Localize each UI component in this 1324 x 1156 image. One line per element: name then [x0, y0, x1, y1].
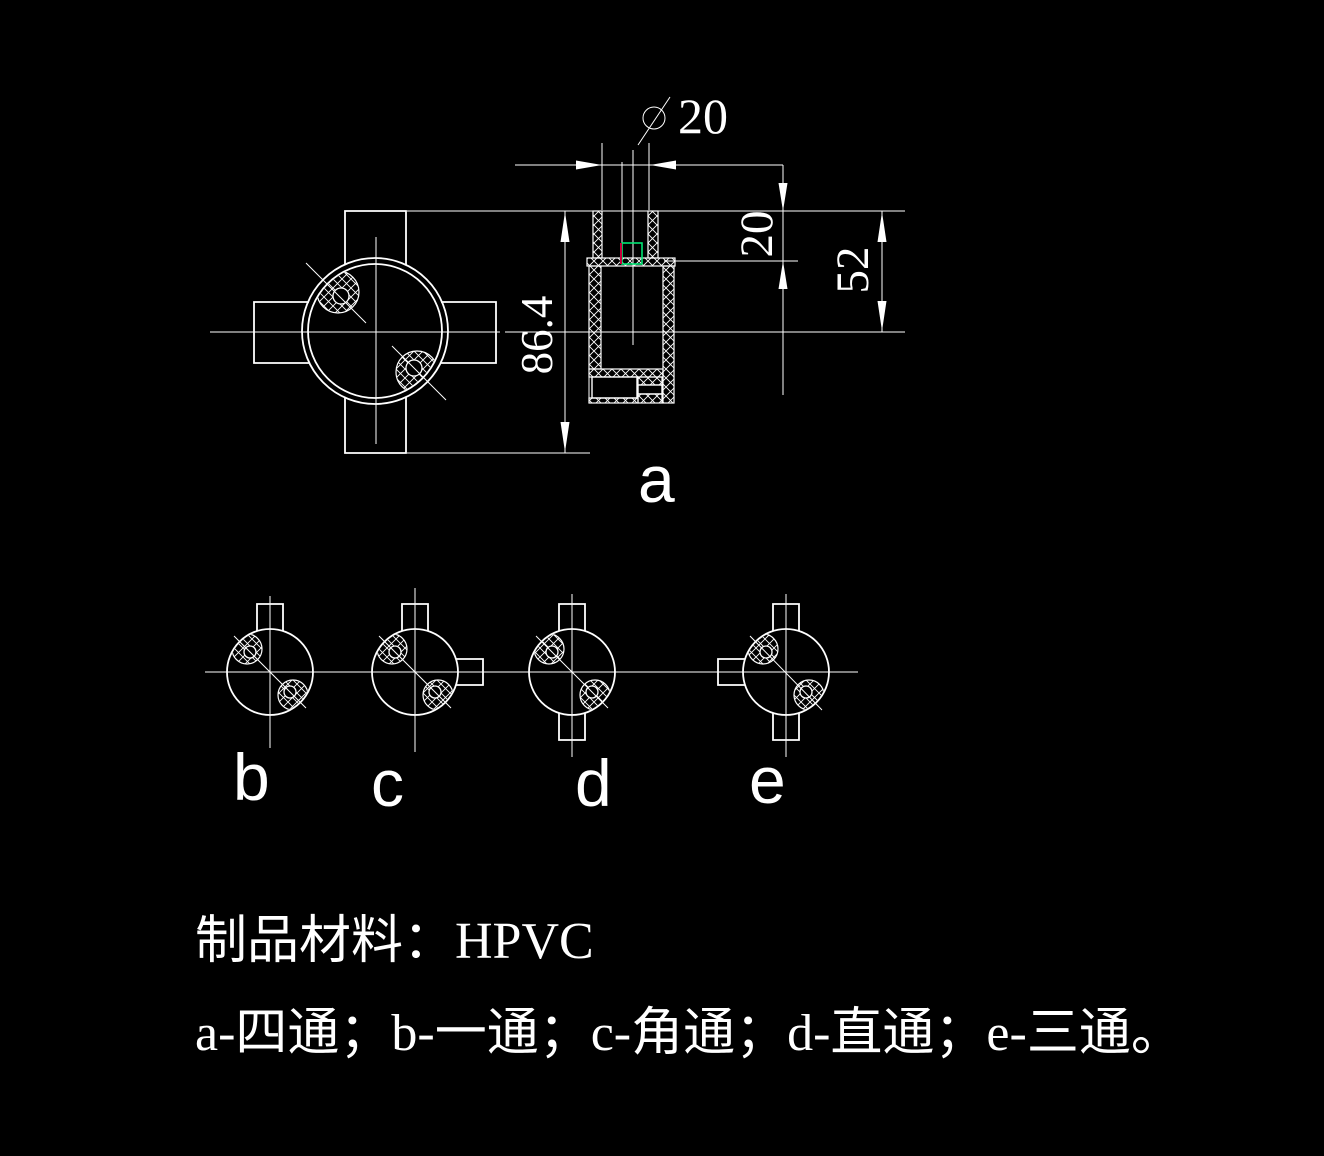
- fitting-d-straight-through: [528, 594, 616, 757]
- bottom-stub: [344, 397, 407, 454]
- boss-diagonal-centerline: [749, 635, 823, 711]
- arrow-bottom: [778, 261, 788, 289]
- top-stub: [401, 603, 429, 631]
- right-stub: [456, 658, 484, 686]
- boss-notch-lr: [799, 685, 813, 699]
- arrow-bottom: [560, 422, 570, 452]
- material-note: 制品材料：HPVC: [195, 913, 594, 970]
- top-stub: [772, 603, 800, 631]
- dim-text-52: 52: [827, 247, 879, 294]
- body-circle: [528, 628, 616, 716]
- fitting-b-single-way: [226, 596, 314, 748]
- body-circle: [371, 628, 459, 716]
- dimensions: 20 20 52 86.4: [407, 88, 905, 454]
- boss-diagonal-centerline: [535, 635, 609, 709]
- fitting-e-three-way: [717, 594, 830, 757]
- boss-notch-upper-left: [332, 287, 350, 305]
- base-cavity: [591, 376, 638, 399]
- base-right-pocket: [637, 384, 663, 395]
- arrow-top: [877, 212, 887, 242]
- dim-text-socket: 20: [731, 211, 783, 258]
- arrow-top: [778, 183, 788, 211]
- fittings-row: [205, 588, 858, 757]
- dim-text-86-4: 86.4: [512, 296, 562, 375]
- boss-diagonal-centerline-lr: [391, 345, 447, 401]
- top-stub: [558, 603, 586, 631]
- arrow-right: [650, 160, 676, 170]
- body-outer-circle: [301, 257, 449, 405]
- dim-diameter-20: 20: [515, 88, 783, 210]
- arrow-left: [576, 160, 602, 170]
- body-circle: [226, 628, 314, 716]
- label-d: d: [575, 746, 612, 820]
- top-stub: [256, 603, 284, 631]
- base-bottom-hatch-band: [588, 397, 639, 404]
- right-stub: [441, 301, 497, 364]
- boss-diagonal-centerline: [233, 635, 307, 709]
- left-stub: [717, 658, 745, 686]
- top-stub: [344, 210, 407, 265]
- view-labels: a b c d e: [233, 442, 786, 820]
- label-b: b: [233, 740, 270, 814]
- base-right-hatch-lower: [637, 393, 663, 404]
- base-right-hatch-upper: [637, 376, 663, 386]
- boss-diagonal-centerline-ul: [305, 262, 367, 324]
- body-inner-circle: [307, 263, 443, 399]
- bottom-stub: [558, 713, 586, 741]
- socket-wall-right: [647, 210, 659, 259]
- label-c: c: [371, 746, 404, 820]
- bottom-stub: [772, 713, 800, 741]
- legend-note: a-四通；b-一通；c-角通；d-直通；e-三通。: [195, 1005, 1183, 1062]
- dim-52: 52: [827, 211, 887, 332]
- front-view-four-way: [210, 210, 500, 454]
- arrow-top: [560, 212, 570, 242]
- fitting-c-angle-way: [371, 588, 484, 752]
- dim-socket-height-20: 20: [664, 165, 798, 395]
- body-circle: [742, 628, 830, 716]
- left-stub: [253, 301, 309, 364]
- diameter-symbol-icon: [642, 106, 666, 130]
- body-wall-right: [662, 265, 675, 404]
- label-a: a: [638, 442, 675, 516]
- diameter-symbol-slash: [637, 96, 671, 146]
- socket-wall-left: [592, 210, 603, 259]
- arrow-bottom: [877, 301, 887, 331]
- boss-diagonal-centerline: [378, 635, 452, 709]
- dim-text-diameter: 20: [678, 88, 728, 144]
- dim-86-4: 86.4: [512, 211, 570, 453]
- body-wall-left: [588, 265, 602, 370]
- label-e: e: [749, 743, 786, 817]
- base-top-hatch-band: [588, 368, 664, 378]
- section-view: [586, 150, 676, 404]
- notes: 制品材料：HPVC a-四通；b-一通；c-角通；d-直通；e-三通。: [195, 913, 1183, 1062]
